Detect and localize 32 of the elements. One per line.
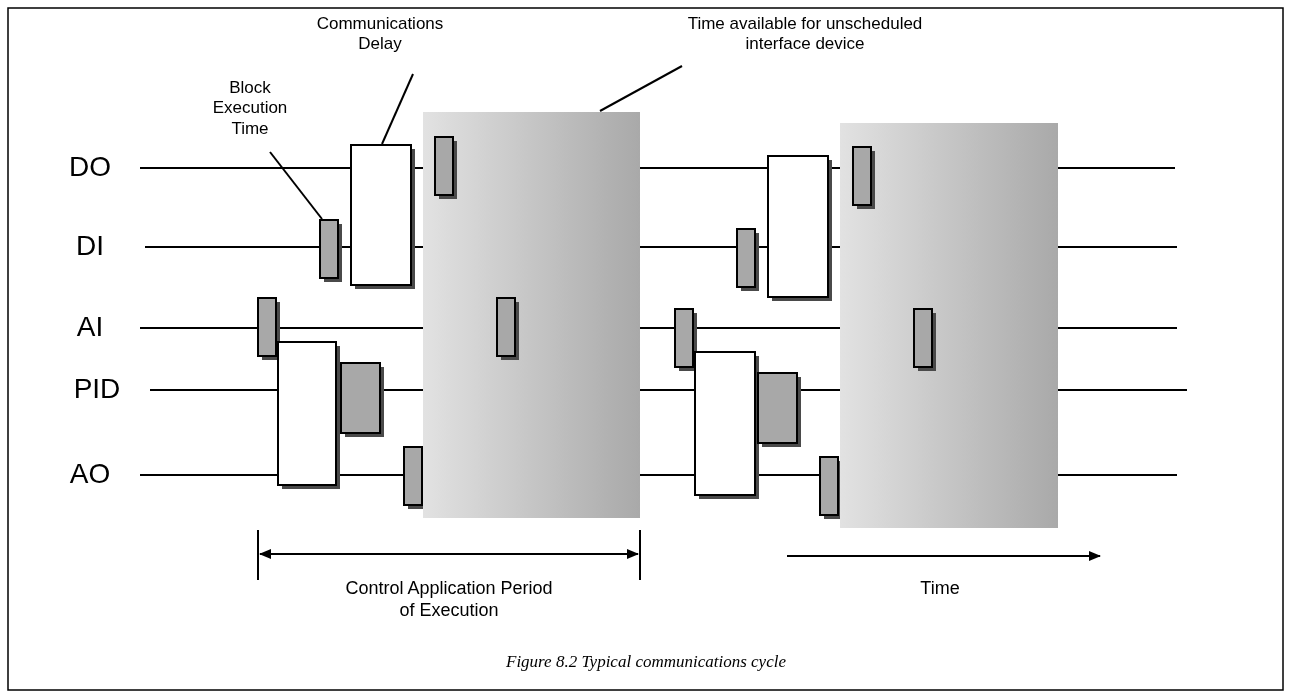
execution-block — [819, 456, 842, 519]
execution-block — [319, 219, 342, 282]
signal-label: DO — [68, 150, 112, 184]
execution-block — [496, 297, 519, 360]
delay-block — [350, 144, 415, 289]
leader-line — [381, 73, 414, 145]
execution-block — [257, 297, 280, 360]
execution-block — [852, 146, 875, 209]
delay-block — [694, 351, 759, 499]
callout-label: Communications Delay — [310, 14, 450, 55]
execution-block — [757, 372, 801, 447]
execution-block — [736, 228, 759, 291]
execution-block — [674, 308, 697, 371]
execution-block — [340, 362, 384, 437]
delay-block — [277, 341, 340, 489]
leader-line — [269, 151, 323, 220]
axis-label: Time — [919, 578, 961, 600]
shaded-window — [423, 112, 640, 518]
execution-block — [403, 446, 426, 509]
delay-block — [767, 155, 832, 301]
callout-label: Time available for unscheduled interface device — [660, 14, 950, 55]
leader-line — [599, 65, 683, 112]
signal-label: AO — [68, 457, 112, 491]
execution-block — [434, 136, 457, 199]
dimension-label: Control Application Period of Execution — [344, 578, 554, 622]
callout-label: Block Execution Time — [200, 78, 300, 140]
execution-block — [913, 308, 936, 371]
shaded-window — [840, 123, 1058, 528]
figure-caption: Figure 8.2 Typical communications cycle — [505, 652, 787, 673]
signal-label: AI — [75, 310, 105, 344]
signal-label: DI — [75, 229, 105, 263]
signal-label: PID — [72, 372, 122, 406]
